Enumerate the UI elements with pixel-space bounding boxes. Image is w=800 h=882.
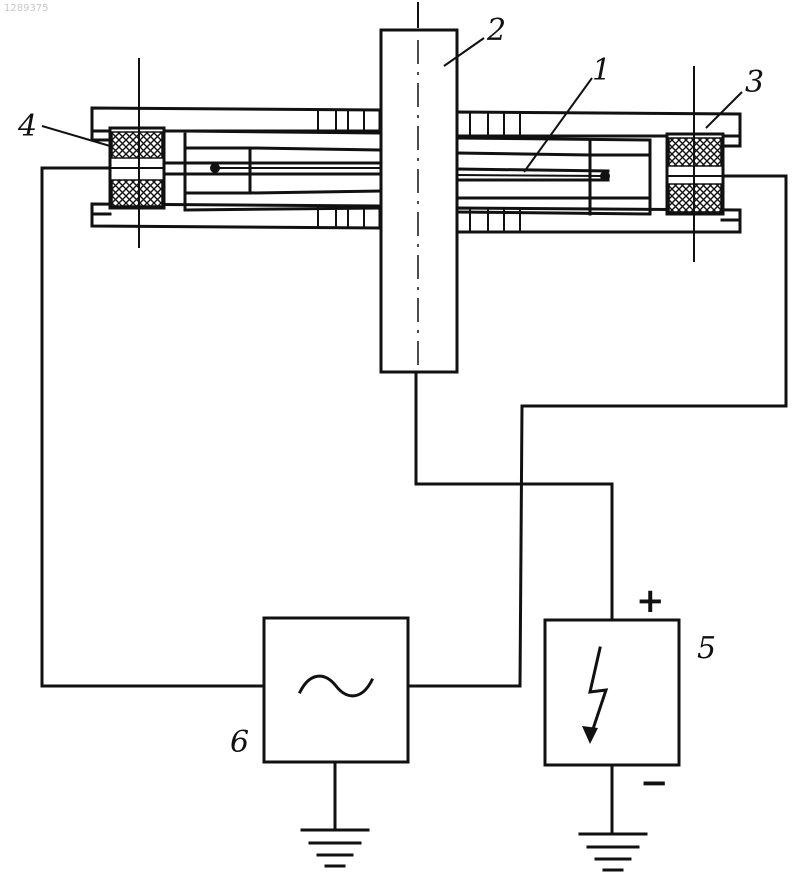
coil-left — [110, 58, 164, 248]
label-shaft: 2 — [486, 13, 506, 48]
plus-sign: + — [636, 581, 665, 621]
shaft — [381, 2, 457, 372]
watermark: 1289375 — [4, 3, 49, 14]
label-coil-right: 3 — [745, 65, 764, 100]
minus-sign: − — [640, 763, 669, 803]
ground-icon — [302, 830, 368, 866]
label-coil-left: 4 — [17, 109, 37, 144]
label-ac-source: 6 — [230, 725, 249, 760]
ac-source — [264, 618, 408, 762]
label-rod: 1 — [592, 53, 611, 88]
label-dc-source: 5 — [697, 631, 716, 666]
ground-icon — [580, 834, 646, 870]
dc-source — [545, 620, 679, 765]
